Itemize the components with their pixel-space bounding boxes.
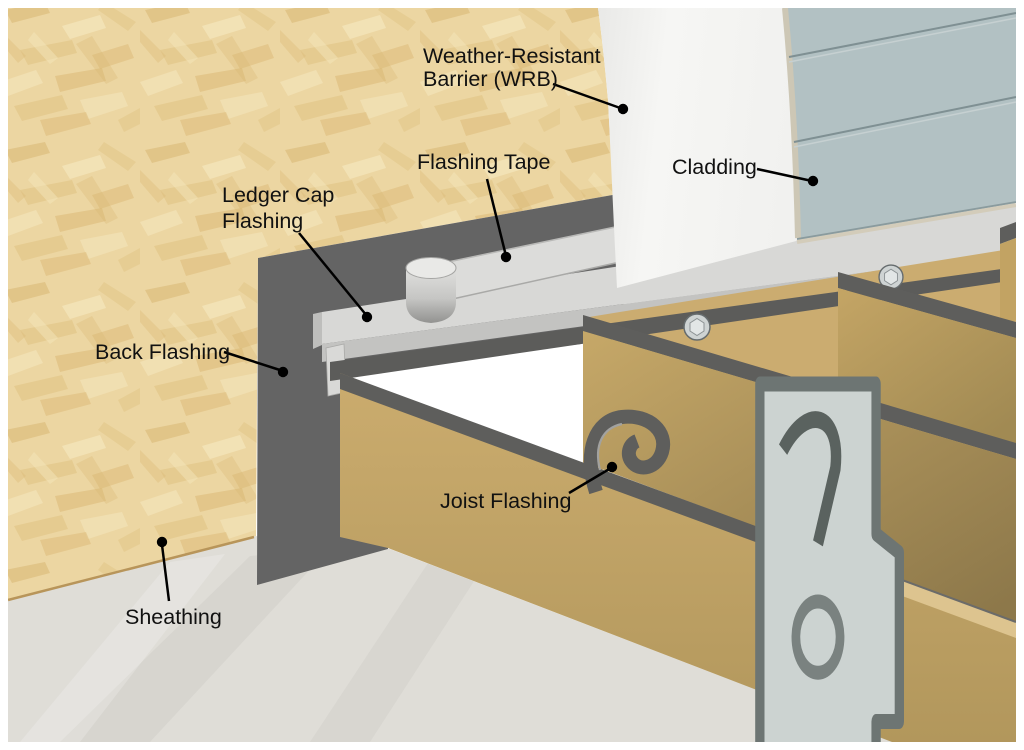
joist-top-flashing xyxy=(1000,222,1016,244)
flashing-tape-edge xyxy=(447,225,621,263)
ledger-bolt xyxy=(683,313,711,341)
cladding-bottom-edge-shadow xyxy=(796,201,1017,240)
leader-ledger-cap xyxy=(298,232,368,317)
label-flashing-tape: Flashing Tape xyxy=(417,150,550,174)
dot-sheathing xyxy=(156,536,168,548)
leader-wrb xyxy=(552,82,624,111)
label-dots xyxy=(156,103,819,548)
dot-joist-flashing xyxy=(606,461,618,473)
joist-top-flashing xyxy=(838,272,1016,338)
dot-cladding xyxy=(807,175,819,187)
cladding-panel xyxy=(783,8,1016,240)
cladding-seam xyxy=(788,12,1017,58)
sheathing-bottom-edge xyxy=(7,535,255,602)
cladding-edge-strip xyxy=(782,7,801,239)
dot-back-flashing xyxy=(277,366,289,378)
flashing-tape-strip xyxy=(448,226,620,300)
label-wrb-line2: Barrier (WRB) xyxy=(423,67,558,91)
sheathing-panel xyxy=(8,8,618,600)
joist-face xyxy=(1000,238,1016,326)
joist-flashing-curl xyxy=(583,409,671,495)
label-back-flashing: Back Flashing xyxy=(95,340,230,364)
ledger-cap-top xyxy=(322,205,1016,344)
leader-joist-flashing xyxy=(568,466,612,495)
label-ledger-cap-line1: Ledger Cap xyxy=(222,183,334,207)
label-ledger-cap-line2: Flashing xyxy=(222,209,303,233)
cladding-seam xyxy=(793,96,1017,143)
label-joist-flashing: Joist Flashing xyxy=(440,489,571,513)
joist-hanger xyxy=(758,382,901,750)
floor-light-streak xyxy=(20,554,225,742)
floor-surface xyxy=(8,536,896,742)
flashing-tape-roll-body xyxy=(406,268,456,323)
joist-top-flashing-strip xyxy=(340,373,780,551)
flashing-tape-edge xyxy=(447,261,621,301)
leader-cladding xyxy=(756,167,813,183)
cladding-seam-highlight xyxy=(793,101,1017,148)
ledger-cap-end xyxy=(313,312,322,349)
dot-flashing-tape xyxy=(500,251,512,263)
leader-sheathing xyxy=(160,544,171,602)
joist-flashing-curl-highlight xyxy=(596,422,623,471)
label-wrb-line1: Weather-Resistant xyxy=(423,44,601,68)
wrb-sheet xyxy=(598,8,800,288)
dot-ledger-cap xyxy=(361,311,373,323)
label-sheathing: Sheathing xyxy=(125,605,222,629)
cladding-bottom-edge xyxy=(796,203,1017,244)
label-leaders xyxy=(160,82,813,602)
leader-flashing-tape xyxy=(485,178,508,257)
label-cladding: Cladding xyxy=(672,155,757,179)
leader-back-flashing xyxy=(223,350,284,373)
flashing-tape-roll-top xyxy=(405,257,457,279)
dot-wrb xyxy=(617,103,629,115)
cladding-seam-highlight xyxy=(788,17,1017,63)
